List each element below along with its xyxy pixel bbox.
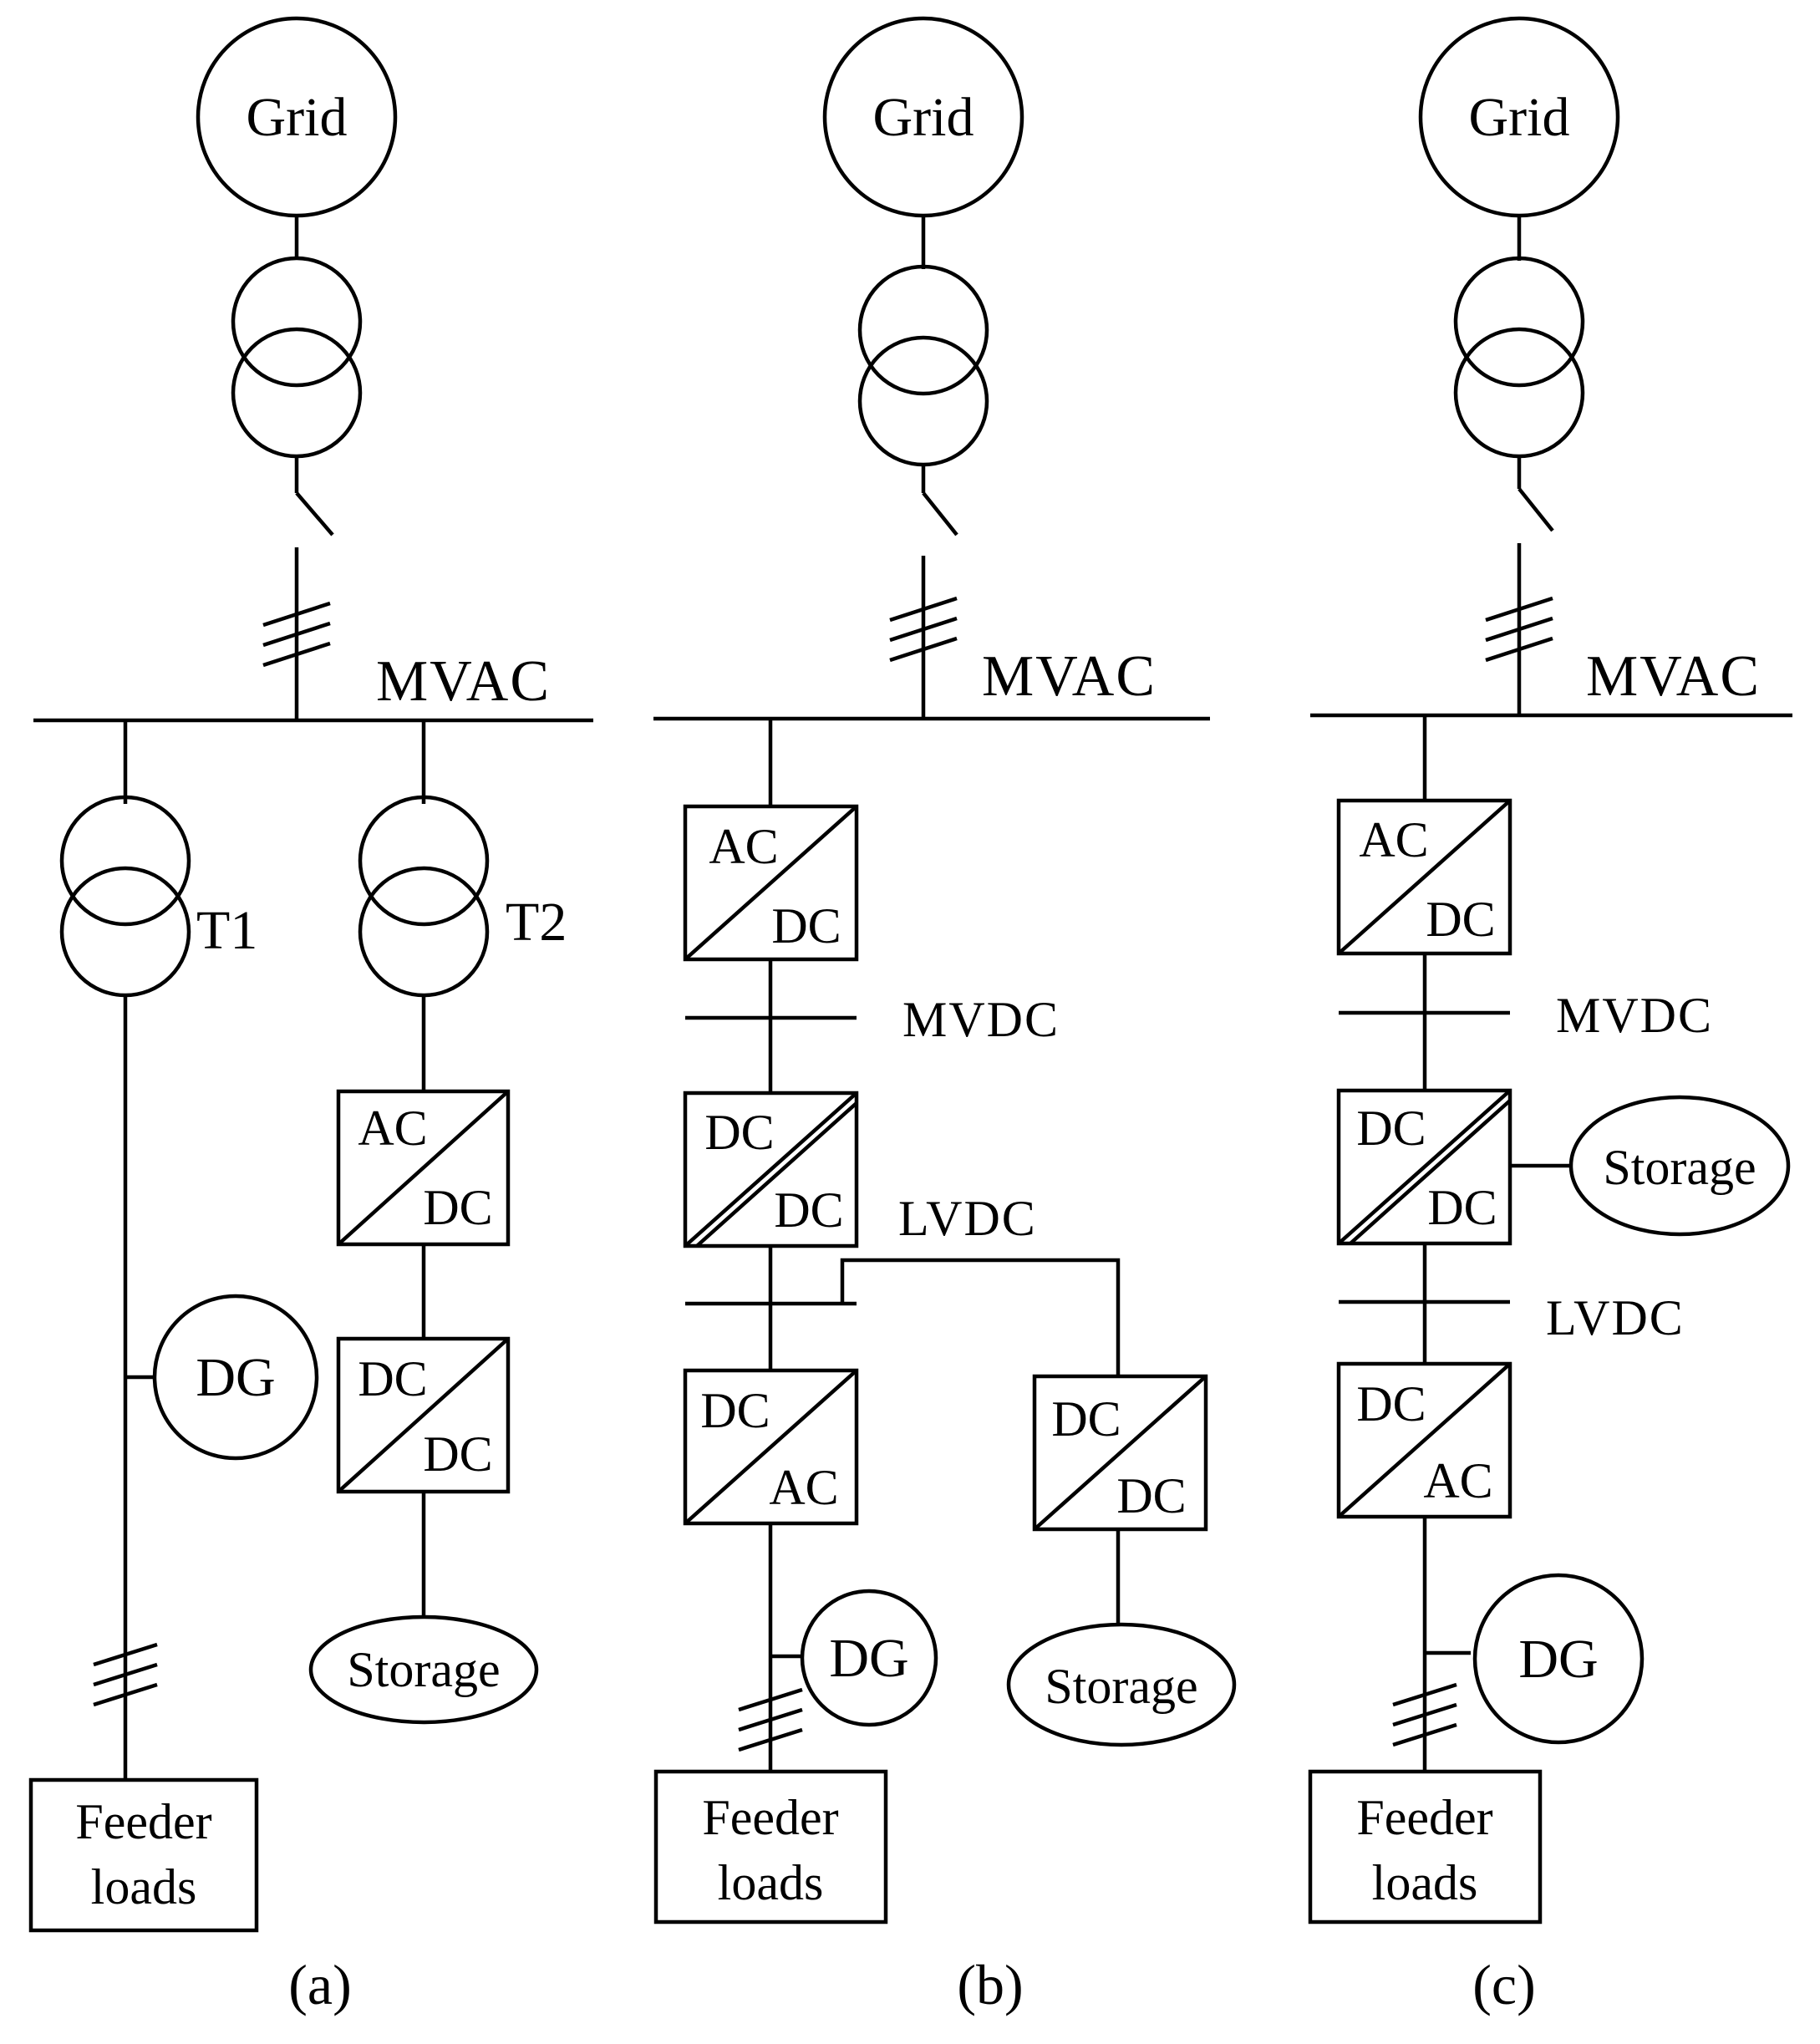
converter-bottom-label: DC [423, 1180, 492, 1235]
mvac-bus-label: MVAC [1586, 644, 1761, 709]
isolated-dc-dc-converter: DC DC [1336, 1088, 1512, 1246]
breaker-switch [922, 491, 958, 536]
feeder-label-line1: Feeder [1356, 1790, 1492, 1845]
converter-bottom-label: AC [1423, 1453, 1492, 1508]
t1-label: T1 [196, 900, 257, 961]
converter-top-label: DC [700, 1383, 770, 1438]
feeder-label-line2: loads [91, 1859, 197, 1914]
converter-bottom-label: DC [1116, 1468, 1186, 1523]
dg-label: DG [829, 1628, 908, 1689]
converter-top-label: DC [704, 1105, 774, 1160]
three-phase-marker [262, 601, 331, 668]
dc-dc-converter: DC DC [1032, 1374, 1208, 1532]
grid-label: Grid [1469, 87, 1570, 148]
converter-bottom-label: DC [774, 1182, 843, 1238]
main-transformer-symbol [1453, 256, 1585, 459]
storage-label: Storage [1045, 1659, 1197, 1714]
converter-bottom-label: DC [1427, 1180, 1497, 1235]
converter-bottom-label: AC [769, 1460, 838, 1515]
panel-a: Grid MVAC T1 DG Fe [28, 16, 593, 2016]
converter-bottom-label: DC [771, 898, 841, 953]
feeder-label-line1: Feeder [75, 1794, 211, 1849]
three-phase-marker [93, 1642, 158, 1707]
lvdc-label: LVDC [898, 1191, 1037, 1246]
three-phase-marker [1392, 1682, 1457, 1747]
dc-ac-converter: DC AC [683, 1368, 859, 1526]
t2-transformer-symbol [358, 795, 490, 998]
caption-b: (b) [957, 1953, 1023, 2016]
feeder-loads-box [1308, 1769, 1543, 1925]
dg-label: DG [196, 1347, 275, 1408]
converter-top-label: DC [358, 1351, 427, 1406]
dg-label: DG [1518, 1629, 1598, 1690]
breaker-switch [1518, 487, 1554, 532]
storage-unit [1006, 1622, 1237, 1747]
mvac-bus-label: MVAC [376, 649, 551, 714]
three-phase-marker [889, 596, 958, 663]
mvac-bus-label: MVAC [982, 644, 1157, 709]
converter-top-label: AC [358, 1101, 427, 1156]
lvdc-label: LVDC [1546, 1290, 1685, 1345]
t1-transformer-symbol [59, 795, 191, 998]
main-transformer-symbol [857, 264, 989, 467]
feeder-label-line2: loads [1372, 1855, 1478, 1910]
ac-dc-converter: AC DC [1336, 798, 1512, 956]
main-transformer-symbol [231, 256, 363, 459]
converter-top-label: AC [1359, 812, 1428, 867]
converter-top-label: DC [1356, 1376, 1426, 1431]
dc-ac-converter: DC AC [1336, 1361, 1512, 1519]
caption-c: (c) [1472, 1953, 1535, 2016]
converter-top-label: AC [709, 819, 778, 874]
feeder-loads-box [28, 1777, 259, 1933]
grid-label: Grid [873, 87, 974, 148]
isolated-dc-dc-converter: DC DC [683, 1091, 859, 1248]
dg-source [800, 1589, 938, 1727]
t2-label: T2 [506, 892, 567, 953]
storage-feed-wire [840, 1258, 1121, 1376]
dg-source [152, 1294, 319, 1461]
storage-unit [1568, 1095, 1791, 1237]
converter-bottom-label: DC [1426, 892, 1495, 947]
caption-a: (a) [288, 1953, 351, 2016]
storage-unit [308, 1614, 539, 1725]
breaker-switch [295, 491, 334, 536]
feeder-label-line1: Feeder [702, 1790, 838, 1845]
ac-dc-converter: AC DC [683, 804, 859, 962]
three-phase-marker [1485, 596, 1553, 663]
mvdc-label: MVDC [902, 992, 1060, 1047]
converter-top-label: DC [1356, 1101, 1426, 1156]
grid-label: Grid [247, 87, 348, 148]
three-phase-marker [738, 1687, 803, 1752]
feeder-label-line2: loads [718, 1855, 824, 1910]
storage-label: Storage [1603, 1140, 1756, 1195]
converter-top-label: DC [1051, 1391, 1121, 1447]
feeder-loads-box [653, 1769, 888, 1925]
ac-dc-converter: AC DC [336, 1089, 511, 1247]
dc-dc-converter: DC DC [336, 1336, 511, 1494]
panel-b: Grid MVAC AC DC MVDC DC [653, 16, 1237, 2016]
storage-label: Storage [347, 1642, 500, 1697]
mvdc-label: MVDC [1556, 988, 1713, 1043]
converter-bottom-label: DC [423, 1426, 492, 1482]
panel-c: Grid MVAC AC DC MVDC DC [1308, 16, 1792, 2016]
dg-source [1472, 1573, 1645, 1745]
